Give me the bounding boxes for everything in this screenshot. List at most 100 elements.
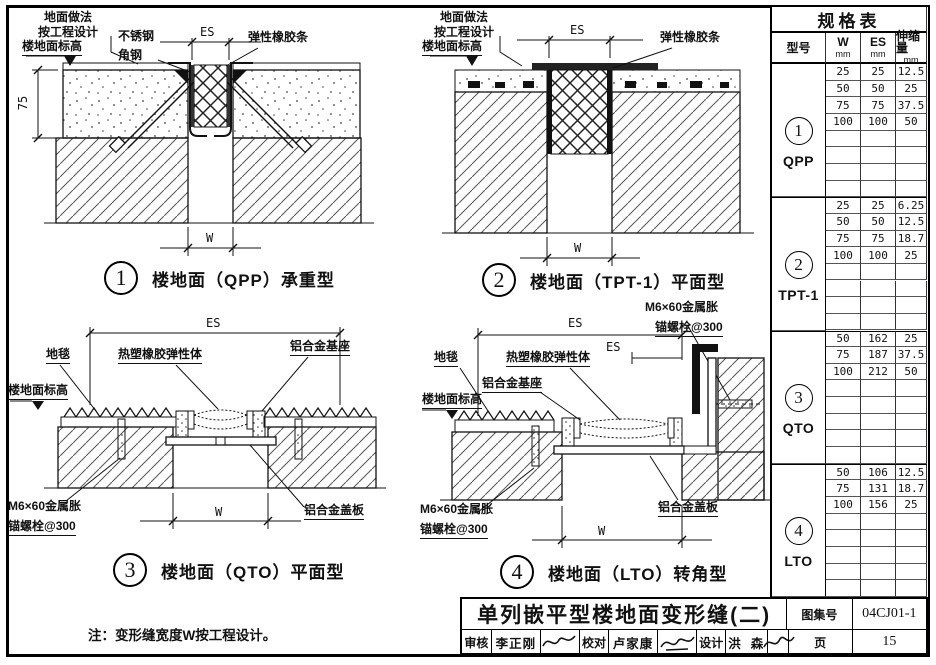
label-alu-base: 铝合金基座 bbox=[482, 376, 543, 393]
detail-title: 楼地面（QTO）平面型 bbox=[161, 562, 345, 582]
dim-es: ES bbox=[206, 316, 221, 330]
spec-cell: 50 bbox=[861, 213, 896, 231]
spec-cell: 50 bbox=[896, 363, 927, 381]
spec-cell: 25 bbox=[826, 197, 861, 214]
spec-model-number: 2 bbox=[784, 250, 813, 279]
spec-cell: 37.5 bbox=[896, 97, 927, 114]
label-anchor-top-2: 锚螺栓@300 bbox=[655, 320, 723, 337]
spec-cell: 100 bbox=[826, 114, 861, 131]
detail-3-drawing bbox=[10, 327, 386, 529]
spec-cell: 18.7 bbox=[896, 230, 927, 248]
signature-scribble bbox=[762, 636, 795, 648]
spec-model-name: QTO bbox=[782, 420, 815, 437]
spec-model-name: QPP bbox=[782, 153, 815, 170]
spec-table-title: 规格表 bbox=[772, 7, 927, 33]
label-anchor-bolt-2: 锚螺栓@300 bbox=[420, 522, 488, 539]
designer-name: 洪 森 bbox=[726, 630, 768, 654]
label-rubber-strip: 弹性橡胶条 bbox=[248, 30, 309, 44]
spec-cell: 25 bbox=[826, 64, 861, 81]
spec-cell: 162 bbox=[861, 330, 896, 348]
spec-cell: 25 bbox=[896, 497, 927, 514]
label-alu-base: 铝合金基座 bbox=[290, 339, 351, 356]
spec-cell bbox=[861, 397, 896, 414]
spec-cell bbox=[861, 563, 896, 581]
spec-cell bbox=[826, 547, 861, 564]
spec-cell: 6.25 bbox=[896, 197, 927, 214]
spec-cell bbox=[861, 547, 896, 564]
spec-cell: 100 bbox=[826, 363, 861, 381]
spec-cell bbox=[896, 430, 927, 448]
sheet-title: 单列嵌平型楼地面变形缝(二) bbox=[462, 599, 788, 629]
spec-cell: 100 bbox=[826, 247, 861, 264]
spec-cell bbox=[826, 297, 861, 314]
spec-cell bbox=[826, 163, 861, 181]
page-label: 页 bbox=[787, 630, 853, 654]
spec-cell: 75 bbox=[826, 97, 861, 114]
spec-cell bbox=[826, 313, 861, 331]
spec-cell bbox=[826, 563, 861, 581]
spec-cell bbox=[896, 130, 927, 148]
spec-cell bbox=[861, 263, 896, 281]
spec-cell: 75 bbox=[861, 97, 896, 114]
spec-cell: 75 bbox=[826, 347, 861, 364]
signature-scribble bbox=[660, 636, 695, 651]
spec-cell bbox=[896, 513, 927, 531]
detail-2-drawing bbox=[430, 35, 754, 266]
spec-model-name: TPT-1 bbox=[778, 286, 819, 303]
spec-cell bbox=[861, 280, 896, 298]
label-elastomer: 热塑橡胶弹性体 bbox=[506, 350, 591, 367]
label-floor-level: 楼地面标高 bbox=[422, 392, 483, 409]
spec-cell: 106 bbox=[861, 463, 896, 481]
label-anchor-top: M6×60金属胀 bbox=[645, 300, 719, 314]
spec-cell: 25 bbox=[896, 80, 927, 98]
spec-cell bbox=[896, 563, 927, 581]
detail-number: 1 bbox=[104, 261, 138, 295]
detail-4-drawing bbox=[422, 325, 770, 548]
spec-cell bbox=[826, 147, 861, 164]
signature-scribble bbox=[542, 635, 576, 647]
dim-w: W bbox=[598, 524, 606, 538]
sheet-border bbox=[6, 5, 930, 657]
detail-title: 楼地面（TPT-1）平面型 bbox=[530, 272, 726, 292]
spec-cell bbox=[861, 530, 896, 547]
review-label: 审核 bbox=[462, 630, 492, 654]
spec-cell: 100 bbox=[861, 247, 896, 264]
reviewer-signature bbox=[541, 630, 579, 654]
spec-cell bbox=[826, 380, 861, 398]
spec-cell: 50 bbox=[826, 463, 861, 481]
label-anchor-bolt: M6×60金属胀 bbox=[8, 499, 82, 513]
dim-w: W bbox=[574, 241, 582, 255]
spec-cell: 212 bbox=[861, 363, 896, 381]
spec-cell: 12.5 bbox=[896, 463, 927, 481]
spec-cell bbox=[896, 530, 927, 547]
spec-cell bbox=[826, 397, 861, 414]
dim-w: W bbox=[206, 231, 214, 245]
caption-detail-1: 1 楼地面（QPP）承重型 bbox=[104, 261, 335, 295]
spec-cell: 50 bbox=[826, 213, 861, 231]
spec-model-number: 3 bbox=[784, 384, 813, 413]
dim-es: ES bbox=[200, 25, 215, 39]
spec-cell bbox=[861, 447, 896, 464]
detail-panel-qpp: 地面做法按工程设计 楼地面标高 不锈钢 角钢 ES 弹性橡胶条 75 W 1 楼… bbox=[8, 8, 412, 310]
detail-1-drawing bbox=[26, 36, 374, 256]
proofreader-name: 卢家康 bbox=[609, 630, 659, 654]
label-anchor-bolt: M6×60金属胀 bbox=[420, 502, 494, 516]
spec-cell bbox=[826, 430, 861, 448]
spec-cell bbox=[861, 130, 896, 148]
label-floor-level: 楼地面标高 bbox=[22, 39, 83, 56]
spec-cell: 25 bbox=[896, 247, 927, 264]
spec-cell: 100 bbox=[861, 114, 896, 131]
atlas-number-value: 04CJ01-1 bbox=[862, 606, 917, 621]
label-floor-level: 楼地面标高 bbox=[8, 383, 69, 400]
spec-cell bbox=[896, 547, 927, 564]
spec-cell: 75 bbox=[826, 230, 861, 248]
spec-cell: 75 bbox=[861, 230, 896, 248]
spec-cell: 131 bbox=[861, 480, 896, 497]
reviewer-name: 李正刚 bbox=[492, 630, 542, 654]
